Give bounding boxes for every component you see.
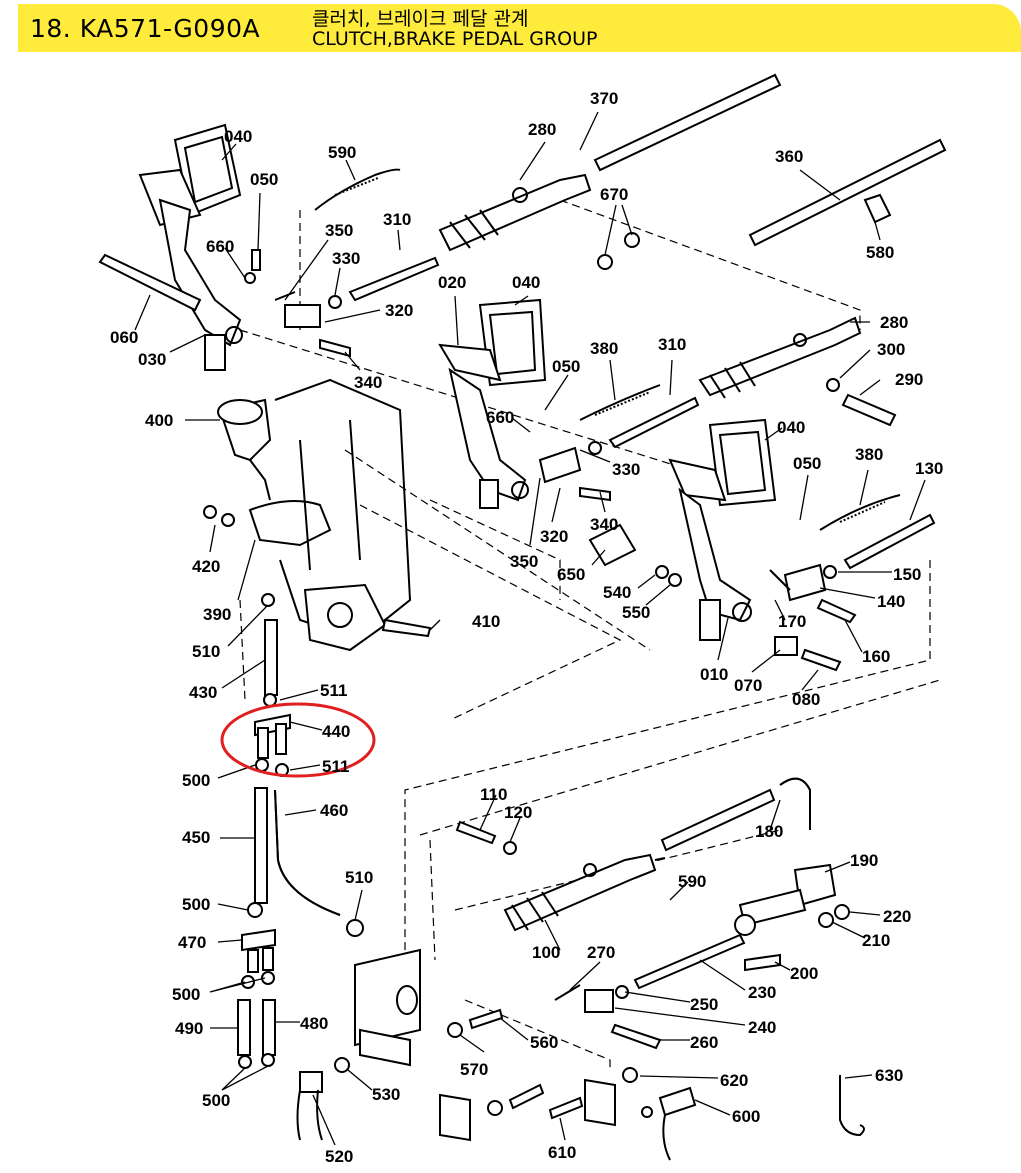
master-cylinder-rods xyxy=(438,73,947,427)
lower-cylinder-assembly xyxy=(455,777,850,1050)
part-label: 100 xyxy=(532,943,560,962)
part-label: 340 xyxy=(354,373,382,392)
part-label: 500 xyxy=(172,985,200,1004)
switch-brackets xyxy=(296,948,865,1161)
part-label: 030 xyxy=(138,350,166,369)
part-label: 240 xyxy=(748,1018,776,1037)
leader-lines xyxy=(134,111,926,1146)
part-label: 330 xyxy=(612,460,640,479)
part-label: 310 xyxy=(658,335,686,354)
part-label: 380 xyxy=(855,445,883,464)
part-label: 490 xyxy=(175,1019,203,1038)
part-label: 280 xyxy=(528,120,556,139)
brake-pedal-assembly-right xyxy=(668,418,936,672)
title-korean: 클러치, 브레이크 페달 관계 xyxy=(312,8,529,30)
part-label: 050 xyxy=(250,170,278,189)
highlight-ellipse xyxy=(220,702,376,778)
part-label: 260 xyxy=(690,1033,718,1052)
part-label: 520 xyxy=(325,1147,353,1166)
part-label: 070 xyxy=(734,676,762,695)
part-label: 610 xyxy=(548,1143,576,1162)
part-label: 040 xyxy=(777,418,805,437)
part-label: 470 xyxy=(178,933,206,952)
part-label: 540 xyxy=(603,583,631,602)
part-label: 500 xyxy=(182,771,210,790)
part-label: 130 xyxy=(915,459,943,478)
part-label: 580 xyxy=(866,243,894,262)
part-label: 650 xyxy=(557,565,585,584)
part-label: 320 xyxy=(540,527,568,546)
part-label: 660 xyxy=(486,408,514,427)
part-label: 600 xyxy=(732,1107,760,1126)
part-label: 270 xyxy=(587,943,615,962)
part-label: 250 xyxy=(690,995,718,1014)
part-label: 020 xyxy=(438,273,466,292)
part-label: 360 xyxy=(775,147,803,166)
reservoir-and-bracket xyxy=(203,378,432,652)
header-banner xyxy=(18,4,1021,52)
part-label: 390 xyxy=(203,605,231,624)
part-label: 511 xyxy=(322,757,349,776)
part-label: 430 xyxy=(189,683,217,702)
part-label: 370 xyxy=(590,89,618,108)
part-labels: 370 280 360 040 590 050 670 350 310 660 … xyxy=(110,89,943,1166)
part-label: 350 xyxy=(510,552,538,571)
part-label: 330 xyxy=(332,249,360,268)
part-label: 060 xyxy=(110,328,138,347)
part-label: 340 xyxy=(590,515,618,534)
part-label: 310 xyxy=(383,210,411,229)
part-label: 400 xyxy=(145,411,173,430)
part-label: 210 xyxy=(862,931,890,950)
diagram-code: 18. KA571-G090A xyxy=(30,14,261,43)
part-label: 560 xyxy=(530,1033,558,1052)
part-label: 500 xyxy=(202,1091,230,1110)
part-label: 220 xyxy=(883,907,911,926)
part-label: 660 xyxy=(206,237,234,256)
part-label: 110 xyxy=(480,785,507,804)
part-label: 620 xyxy=(720,1071,748,1090)
part-label: 440 xyxy=(322,722,350,741)
part-label: 480 xyxy=(300,1014,328,1033)
part-label: 510 xyxy=(192,642,220,661)
clutch-pedal-assembly xyxy=(98,123,440,371)
part-label: 050 xyxy=(552,357,580,376)
part-label: 040 xyxy=(224,127,252,146)
part-label: 290 xyxy=(895,370,923,389)
part-label: 590 xyxy=(678,872,706,891)
part-label: 380 xyxy=(590,339,618,358)
part-label: 080 xyxy=(792,690,820,709)
part-label: 010 xyxy=(700,665,728,684)
part-label: 510 xyxy=(345,868,373,887)
part-label: 590 xyxy=(328,143,356,162)
part-label: 410 xyxy=(472,612,500,631)
part-label: 630 xyxy=(875,1066,903,1085)
part-label: 550 xyxy=(622,603,650,622)
part-label: 320 xyxy=(385,301,413,320)
part-label: 230 xyxy=(748,983,776,1002)
part-label: 040 xyxy=(512,273,540,292)
part-label: 180 xyxy=(755,822,783,841)
part-label: 280 xyxy=(880,313,908,332)
part-label: 200 xyxy=(790,964,818,983)
part-label: 350 xyxy=(325,221,353,240)
part-label: 511 xyxy=(320,681,347,700)
part-label: 190 xyxy=(850,851,878,870)
part-label: 140 xyxy=(877,592,905,611)
part-label: 170 xyxy=(778,612,806,631)
part-label: 160 xyxy=(862,647,890,666)
part-label: 500 xyxy=(182,895,210,914)
part-label: 420 xyxy=(192,557,220,576)
part-label: 450 xyxy=(182,828,210,847)
part-label: 530 xyxy=(372,1085,400,1104)
title-english: CLUTCH,BRAKE PEDAL GROUP xyxy=(312,28,598,50)
part-label: 570 xyxy=(460,1060,488,1079)
part-label: 300 xyxy=(877,340,905,359)
part-label: 120 xyxy=(504,803,532,822)
part-label: 670 xyxy=(600,185,628,204)
part-label: 150 xyxy=(893,565,921,584)
part-label: 050 xyxy=(793,454,821,473)
part-label: 460 xyxy=(320,801,348,820)
